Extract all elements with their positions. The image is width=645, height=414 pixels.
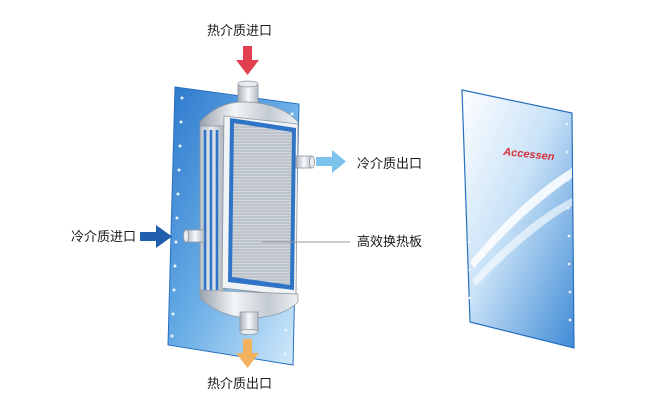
hot-inlet-arrow [236, 46, 259, 75]
cold-outlet-arrow [316, 150, 346, 173]
plate-label: 高效换热板 [357, 235, 423, 250]
high-efficiency-plate [232, 123, 292, 285]
cold-inlet-label: 冷介质进口 [71, 230, 137, 245]
brand-logo-text: Accessen [502, 146, 556, 163]
hot-inlet-label: 热介质进口 [207, 24, 273, 39]
right-branded-plate: Accessen [461, 89, 575, 349]
hot-outlet-label: 热介质出口 [207, 377, 273, 392]
plate-swoosh [470, 168, 572, 268]
cold-inlet-arrow [140, 225, 172, 248]
cold-outlet-label: 冷介质出口 [357, 157, 423, 172]
plate-swoosh-2 [472, 198, 572, 286]
tube-bundle [203, 130, 219, 290]
heat-exchanger-unit [182, 80, 315, 335]
right-plate-bolts [464, 100, 572, 322]
hot-outlet-arrow [236, 339, 259, 368]
